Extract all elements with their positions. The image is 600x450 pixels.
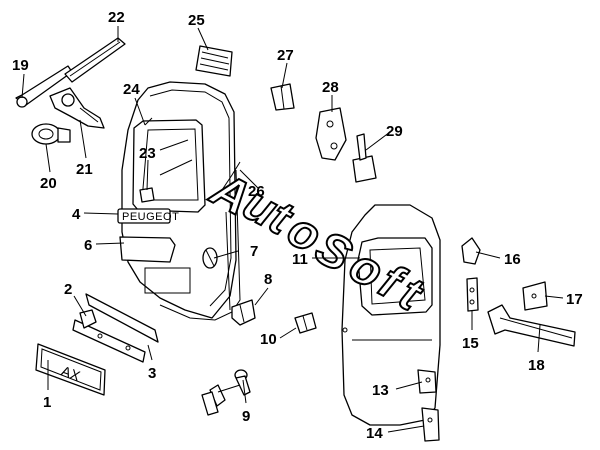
lock-striker [231,299,256,326]
part-label-23: 23 [139,145,156,162]
wiper-motor-linkage [49,87,105,129]
check-strap [487,304,576,347]
key-and-lock-cylinder [201,369,251,416]
part-label-8: 8 [264,271,272,288]
rear-window-glass [144,117,153,126]
part-label-13: 13 [372,382,389,399]
wiper-blade [64,37,126,83]
part-label-2: 2 [64,281,72,298]
part-label-20: 20 [40,175,57,192]
lower-hinges [417,369,440,442]
plate-bracket-assembly [72,293,159,363]
part-number-labels: 1 2 3 4 6 7 8 9 10 11 13 14 15 16 17 18 … [12,9,583,442]
licence-plate: AX [35,343,106,396]
part-label-28: 28 [322,79,339,96]
brand-badge-text: PEUGEOT [122,211,179,223]
part-label-25: 25 [188,12,205,29]
door-seal [215,161,241,201]
upper-bracket [270,83,295,111]
part-label-1: 1 [43,394,51,411]
leader-lines [21,26,564,433]
part-label-11: 11 [292,251,308,268]
check-strap-bracket [522,281,548,311]
door-lock-mechanism [315,107,347,161]
wiper-motor [31,123,71,145]
part-label-14: 14 [366,425,383,442]
wiper-arm [15,65,73,108]
part-label-24: 24 [123,81,140,98]
part-label-4: 4 [72,206,81,223]
door-stop [461,237,481,265]
part-label-9: 9 [242,408,250,425]
part-label-18: 18 [528,357,545,374]
part-label-15: 15 [462,335,479,352]
door-handle [202,247,218,269]
part-label-3: 3 [148,365,156,382]
right-rear-door [341,204,441,426]
part-label-21: 21 [76,161,93,178]
stop-lamp [195,45,233,77]
part-label-27: 27 [277,47,294,64]
latch-block [294,312,317,334]
washer-nozzle [139,187,155,203]
left-rear-door: PEUGEOT [117,81,241,321]
part-label-17: 17 [566,291,583,308]
part-label-6: 6 [84,237,92,254]
micro-switch [352,133,377,183]
part-label-22: 22 [108,9,125,26]
part-label-29: 29 [386,123,403,140]
part-label-26: 26 [248,183,265,200]
part-label-10: 10 [260,331,277,348]
plate-text: AX [59,362,83,384]
hinge-pin [466,277,479,312]
part-label-7: 7 [250,243,258,260]
part-label-19: 19 [12,57,29,74]
part-label-16: 16 [504,251,521,268]
